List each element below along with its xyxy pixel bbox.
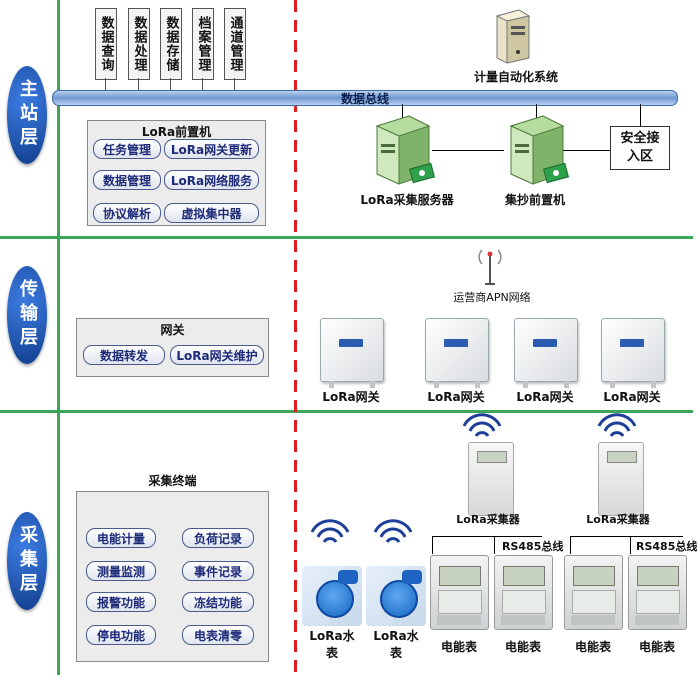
lora-water-meter-device: [302, 566, 362, 626]
pill-gateway-maintenance: LoRa网关维护: [170, 345, 264, 365]
lora-front-title: LoRa前置机: [141, 125, 212, 139]
power-meter-label: 电能表: [504, 640, 541, 654]
power-meter-device: [430, 555, 489, 630]
rs485-drop: [494, 536, 495, 554]
bus-to-copy-front: [536, 104, 537, 118]
rs485-label: RS485总线: [502, 540, 564, 553]
terminal-panel-title: 采集终端: [148, 474, 197, 488]
power-meter-device: [494, 555, 553, 630]
power-meter-label: 电能表: [574, 640, 611, 654]
bus-to-lora-server: [402, 104, 403, 118]
rs485-bus-line: [570, 536, 683, 537]
lora-collector-device: [468, 442, 514, 516]
pill-event-record: 事件记录: [182, 561, 254, 581]
power-meter-device: [628, 555, 687, 630]
wireless-signal-icon: [461, 413, 503, 444]
rs485-drop: [570, 536, 571, 554]
rs485-drop: [630, 536, 631, 554]
pill-gateway-update: LoRa网关更新: [164, 139, 259, 159]
rs485-bus-line: [432, 536, 542, 537]
apn-tower-icon: [478, 246, 502, 286]
copy-front-server-icon: [507, 112, 570, 185]
data-bus: [52, 90, 678, 106]
gateway-panel-title: 网关: [160, 323, 185, 337]
pill-alarm-function: 报警功能: [86, 592, 156, 612]
tab-connector: [202, 78, 203, 92]
tab-connector: [138, 78, 139, 92]
lora-front-panel: LoRa前置机 任务管理 LoRa网关更新 数据管理 LoRa网络服务 协议解析…: [87, 120, 266, 226]
wireless-signal-icon: [596, 413, 638, 444]
metering-system-label: 计量自动化系统: [473, 70, 558, 84]
layer-divider-1: [0, 236, 693, 239]
security-zone-label: 安全接入区: [620, 131, 660, 164]
gateway-label: LoRa网关: [322, 390, 380, 404]
layer-label-master: 主站层: [7, 66, 47, 164]
bus-to-security-zone: [640, 104, 641, 126]
wireless-signal-icon: [309, 519, 351, 550]
lora-gateway-device: [320, 318, 384, 388]
data-bus-label: 数据总线: [340, 92, 389, 106]
gateway-label: LoRa网关: [427, 390, 485, 404]
layer-divider-2: [0, 410, 693, 413]
pill-data-forward: 数据转发: [83, 345, 165, 365]
tab-channel-management: 通道管理: [224, 8, 246, 80]
tab-connector: [105, 78, 106, 92]
server-link: [432, 150, 504, 151]
logic-physical-divider: [294, 0, 297, 675]
pill-meter-reset: 电表清零: [182, 625, 254, 645]
power-meter-label: 电能表: [440, 640, 477, 654]
water-meter-label: LoRa水表: [309, 629, 355, 660]
copy-front-label: 集抄前置机: [504, 193, 565, 207]
lora-gateway-device: [601, 318, 665, 388]
pill-network-service: LoRa网络服务: [164, 170, 259, 190]
pill-virtual-concentrator: 虚拟集中器: [164, 203, 259, 223]
gateway-label: LoRa网关: [516, 390, 574, 404]
rs485-label: RS485总线: [636, 540, 697, 553]
lora-water-meter-device: [366, 566, 426, 626]
lora-server-label: LoRa采集服务器: [360, 193, 454, 207]
apn-network-label: 运营商APN网络: [453, 291, 531, 304]
lora-collection-server-icon: [373, 112, 436, 185]
gateway-panel: 网关 数据转发 LoRa网关维护: [76, 318, 269, 377]
power-meter-label: 电能表: [638, 640, 675, 654]
tab-data-query: 数据查询: [95, 8, 117, 80]
tab-connector: [170, 78, 171, 92]
tab-connector: [234, 78, 235, 92]
gateway-label: LoRa网关: [603, 390, 661, 404]
lora-gateway-device: [425, 318, 489, 388]
collector-label: LoRa采集器: [586, 513, 650, 526]
rs485-drop: [432, 536, 433, 554]
lora-gateway-device: [514, 318, 578, 388]
pill-energy-metering: 电能计量: [86, 528, 156, 548]
pill-measure-monitor: 测量监测: [86, 561, 156, 581]
pill-load-record: 负荷记录: [182, 528, 254, 548]
collector-label: LoRa采集器: [456, 513, 520, 526]
pill-freeze-function: 冻结功能: [182, 592, 254, 612]
power-meter-device: [564, 555, 623, 630]
lora-collector-device: [598, 442, 644, 516]
pill-protocol-parsing: 协议解析: [93, 203, 161, 223]
security-zone-box: 安全接入区: [610, 126, 670, 170]
layer-label-transport: 传输层: [7, 266, 47, 364]
water-meter-label: LoRa水表: [373, 629, 419, 660]
layer-label-divider: [57, 0, 60, 675]
tab-archive-management: 档案管理: [192, 8, 214, 80]
front-to-security-link: [562, 150, 612, 151]
pill-data-management: 数据管理: [93, 170, 161, 190]
tab-data-storage: 数据存储: [160, 8, 182, 80]
metering-system-server-icon: [493, 8, 531, 64]
wireless-signal-icon: [372, 519, 414, 550]
terminal-panel: 采集终端 电能计量 负荷记录 测量监测 事件记录 报警功能 冻结功能 停电功能 …: [76, 474, 269, 662]
layer-label-collect: 采集层: [7, 512, 47, 610]
tab-data-processing: 数据处理: [128, 8, 150, 80]
pill-task-management: 任务管理: [93, 139, 161, 159]
pill-power-off-function: 停电功能: [86, 625, 156, 645]
